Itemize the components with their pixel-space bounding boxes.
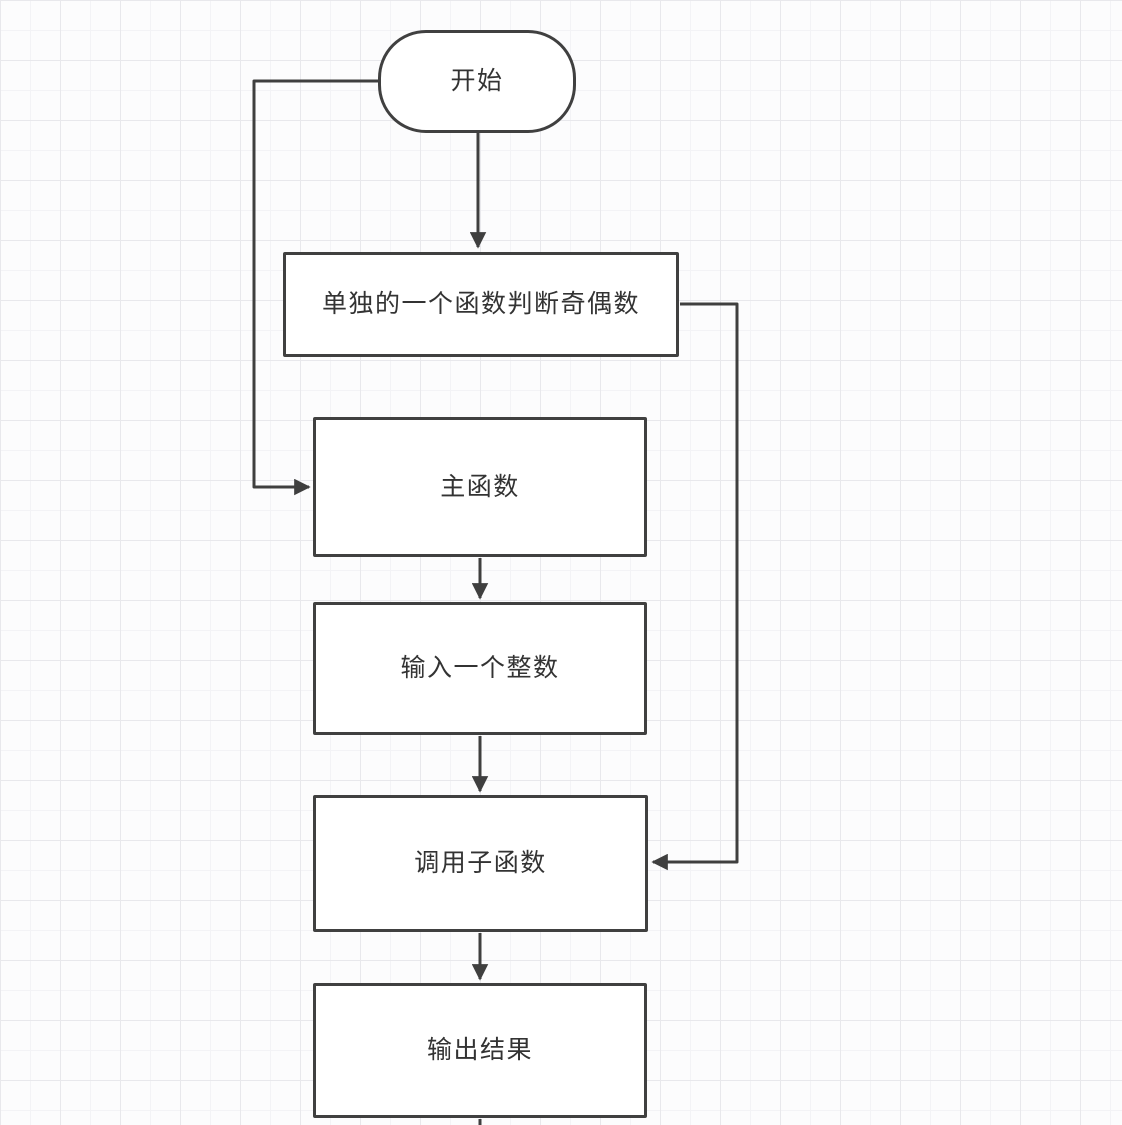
node-input-integer[interactable]: 输入一个整数 bbox=[313, 602, 647, 735]
node-judge-function[interactable]: 单独的一个函数判断奇偶数 bbox=[283, 252, 679, 357]
node-input-integer-label: 输入一个整数 bbox=[400, 654, 560, 683]
node-output-result[interactable]: 输出结果 bbox=[313, 983, 647, 1118]
node-main-function-label: 主函数 bbox=[440, 472, 520, 501]
node-start[interactable]: 开始 bbox=[378, 30, 576, 133]
node-call-subfunction[interactable]: 调用子函数 bbox=[313, 795, 648, 932]
node-start-label: 开始 bbox=[450, 67, 504, 96]
edge-judge-function-to-call-subfunction bbox=[651, 302, 739, 871]
node-call-subfunction-label: 调用子函数 bbox=[414, 849, 547, 878]
node-output-result-label: 输出结果 bbox=[426, 1036, 533, 1065]
node-main-function[interactable]: 主函数 bbox=[313, 417, 647, 557]
node-judge-function-label: 单独的一个函数判断奇偶数 bbox=[321, 290, 640, 319]
